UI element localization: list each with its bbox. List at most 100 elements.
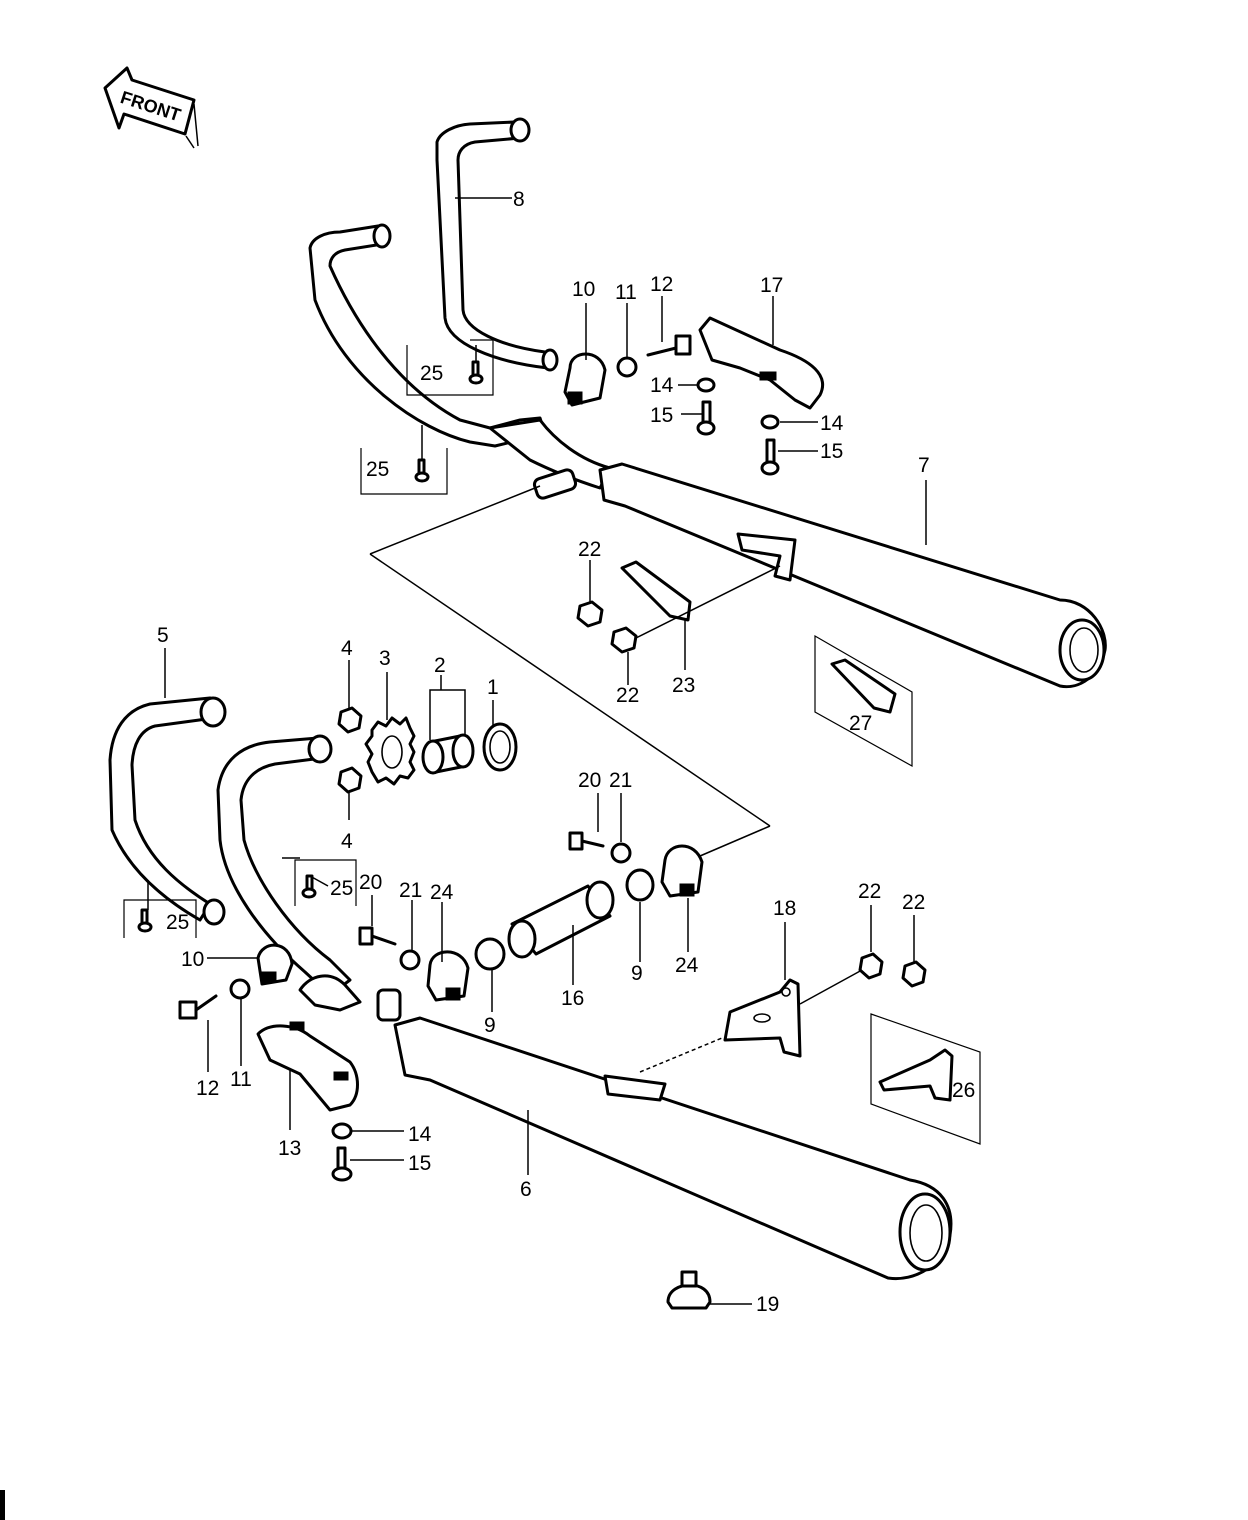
bolt-15-b <box>760 438 780 476</box>
callout-16: 16 <box>561 987 584 1010</box>
nut-22-b <box>610 626 638 654</box>
collar-9-right <box>625 868 655 902</box>
clamp-10-lower <box>256 943 294 986</box>
exhaust-pipe-header-7 <box>308 223 612 500</box>
callout-box-26 <box>870 1013 981 1145</box>
page-edge-mark <box>0 1490 5 1520</box>
bracket-13 <box>256 1021 359 1112</box>
washer-14-b <box>760 414 780 430</box>
clamp-24-left <box>426 950 470 1002</box>
screw-25-upper-a <box>468 360 484 385</box>
callout-10-lower: 10 <box>181 948 204 971</box>
callout-4-lower: 4 <box>341 830 353 853</box>
bracket-17 <box>698 316 824 410</box>
callout-9-right: 9 <box>631 962 643 985</box>
callout-12-lower: 12 <box>196 1077 219 1100</box>
callout-19: 19 <box>756 1293 779 1316</box>
bolt-12-upper <box>646 334 692 357</box>
callout-22-c: 22 <box>858 880 881 903</box>
bolt-15-a <box>696 400 716 436</box>
callout-25-a: 25 <box>420 362 443 385</box>
bolt-20-lower <box>358 926 397 946</box>
callout-18: 18 <box>773 897 796 920</box>
callout-17: 17 <box>760 274 783 297</box>
callout-22-d: 22 <box>902 891 925 914</box>
nut-11-upper <box>616 356 638 378</box>
bolt-12-lower <box>178 994 218 1020</box>
callout-21-mid: 21 <box>609 769 632 792</box>
bracket-18 <box>723 978 802 1058</box>
callout-14-b: 14 <box>820 412 844 435</box>
collar-9-left <box>474 937 506 971</box>
exhaust-pipe-8 <box>435 117 559 372</box>
callout-4-upper: 4 <box>341 637 353 660</box>
muffler-6 <box>393 1016 953 1281</box>
gasket-3 <box>364 716 416 786</box>
callout-22-a: 22 <box>578 538 601 561</box>
screw-25-upper-b <box>414 458 430 483</box>
callout-box-25-c <box>294 859 357 906</box>
callout-15-a: 15 <box>650 404 673 427</box>
exhaust-pipe-header-6 <box>216 734 402 1022</box>
damper-19 <box>666 1270 712 1310</box>
screw-25-lower-b <box>137 908 153 933</box>
nut-4-upper <box>337 706 363 734</box>
callout-14-a: 14 <box>650 374 674 397</box>
callout-11-upper: 11 <box>615 281 637 304</box>
callout-20-mid: 20 <box>578 769 601 792</box>
callout-box-25-d <box>123 899 197 938</box>
callout-21-lower: 21 <box>399 879 422 902</box>
callout-2: 2 <box>434 654 446 677</box>
muffler-7 <box>598 462 1107 689</box>
connecting-pipe-16 <box>507 880 615 959</box>
callout-26: 26 <box>952 1079 975 1102</box>
sleeve-2 <box>421 733 475 775</box>
nut-21-lower <box>399 949 421 971</box>
nut-22-d <box>901 960 927 988</box>
callout-box-27 <box>814 634 913 768</box>
callout-labels: 8 10 11 12 17 14 15 14 15 7 25 25 22 22 … <box>157 188 975 1316</box>
bolt-15-c <box>331 1146 353 1182</box>
callout-14-c: 14 <box>408 1123 432 1146</box>
nut-22-a <box>576 600 604 628</box>
callout-22-b: 22 <box>616 684 639 707</box>
callout-10-upper: 10 <box>572 278 595 301</box>
washer-14-a <box>696 377 716 393</box>
clamp-24-right <box>660 844 704 898</box>
callout-27: 27 <box>849 712 872 735</box>
callout-25-b: 25 <box>366 458 389 481</box>
callout-25-c: 25 <box>330 877 353 900</box>
callout-box-25-a <box>406 339 494 396</box>
washer-14-c <box>331 1122 353 1140</box>
callout-6: 6 <box>520 1178 532 1201</box>
callout-3: 3 <box>379 647 391 670</box>
callout-24-left: 24 <box>430 881 454 904</box>
bracket-23 <box>620 560 692 622</box>
callout-7: 7 <box>918 454 930 477</box>
callout-15-c: 15 <box>408 1152 431 1175</box>
bolt-20-mid <box>568 831 605 851</box>
callout-8: 8 <box>513 188 525 211</box>
screw-25-lower-a <box>301 874 317 899</box>
callout-11-lower: 11 <box>230 1068 252 1091</box>
callout-24-right: 24 <box>675 954 699 977</box>
callout-25-d: 25 <box>166 911 189 934</box>
leader-lines <box>147 197 927 1305</box>
callout-13: 13 <box>278 1137 301 1160</box>
clamp-10-upper <box>563 352 607 407</box>
callout-5: 5 <box>157 624 169 647</box>
nut-21-mid <box>610 842 632 864</box>
callout-1: 1 <box>487 676 499 699</box>
callout-20-lower: 20 <box>359 871 382 894</box>
front-arrow-icon: FRONT <box>103 66 199 149</box>
callout-23: 23 <box>672 674 695 697</box>
nut-22-c <box>858 952 884 980</box>
callout-box-25-b <box>360 448 448 495</box>
nut-11-lower <box>229 978 251 1000</box>
callout-12-upper: 12 <box>650 273 673 296</box>
exhaust-pipe-5 <box>108 696 227 926</box>
bracket-26 <box>878 1048 954 1102</box>
gasket-1 <box>482 722 518 772</box>
bracket-27 <box>830 658 897 714</box>
